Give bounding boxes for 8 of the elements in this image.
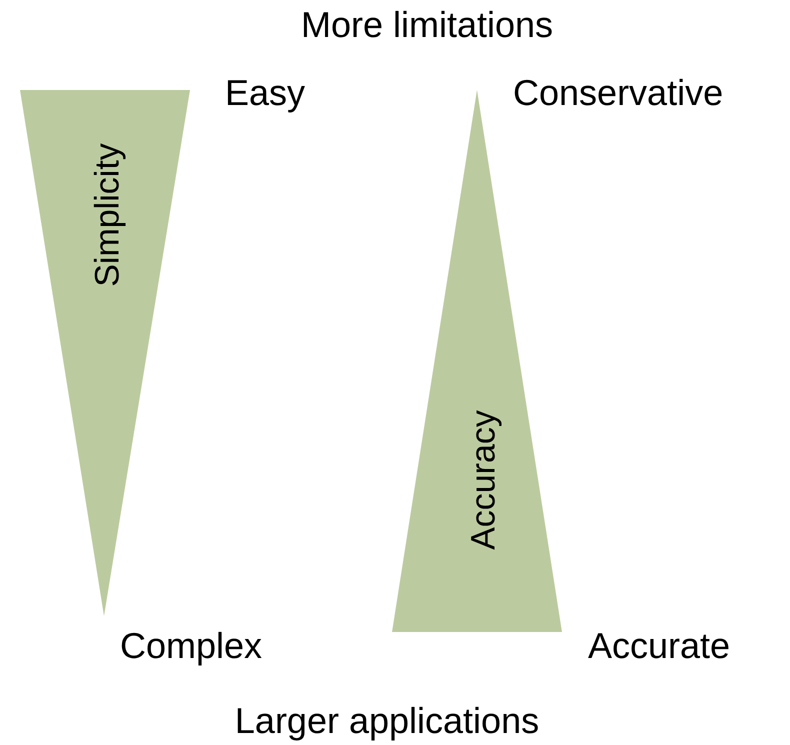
bottom-note: Larger applications: [234, 700, 540, 742]
scale-end-label: Complex: [120, 625, 262, 667]
scale-end-label: Accurate: [588, 625, 730, 667]
top-note: More limitations: [300, 4, 554, 46]
scale-end-label: Conservative: [513, 72, 724, 114]
triangle-label: Simplicity: [88, 143, 128, 287]
scale-end-label: Easy: [225, 72, 306, 114]
triangle-label: Accuracy: [464, 410, 504, 550]
